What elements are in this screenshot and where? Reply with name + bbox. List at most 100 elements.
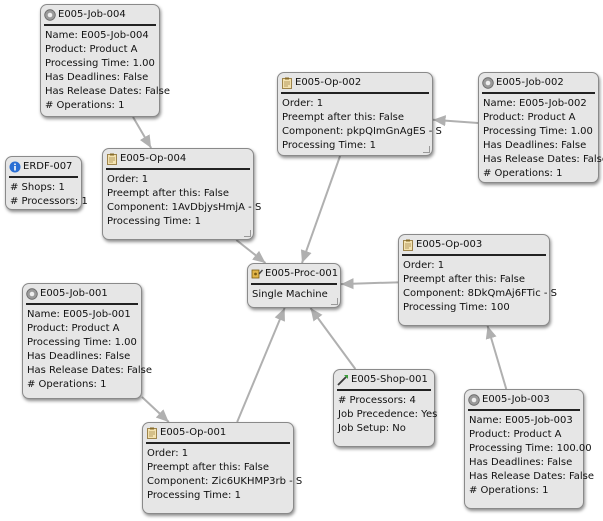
node-row: # Processors: 4	[338, 395, 416, 406]
edge-op002-proc	[300, 155, 342, 264]
node-title: E005-Job-003	[482, 394, 550, 405]
node-row: Preempt after this: False	[282, 112, 404, 123]
node-header: E005-Proc-001	[251, 267, 339, 285]
node-row: Product: Product A	[483, 112, 576, 123]
node-title: E005-Job-001	[40, 288, 108, 299]
node-row: # Operations: 1	[483, 168, 563, 179]
node-title: E005-Op-003	[416, 239, 483, 250]
node-row: Has Release Dates: False	[483, 154, 603, 165]
node-row: Processing Time: 1	[107, 216, 201, 227]
node-title: E005-Job-004	[58, 9, 126, 20]
node-header: E005-Job-003	[468, 393, 580, 411]
node-header: E005-Op-003	[402, 238, 546, 256]
node-title: E005-Op-001	[160, 427, 227, 438]
gear-icon	[482, 77, 494, 89]
edge-job003-op003	[485, 325, 508, 390]
node-row: Processing Time: 1	[282, 140, 376, 151]
node-title: E005-Op-004	[120, 153, 187, 164]
node-row: Preempt after this: False	[403, 274, 525, 285]
node-title: E005-Proc-001	[265, 268, 339, 279]
node-row: Has Deadlines: False	[45, 72, 149, 83]
node-row: Has Release Dates: False	[45, 86, 171, 97]
node-row: Order: 1	[282, 98, 324, 109]
node-header: E005-Job-004	[44, 8, 156, 26]
node-row: Single Machine	[252, 289, 328, 300]
node-row: Has Deadlines: False	[27, 351, 131, 362]
edge-op001-proc	[236, 307, 286, 423]
node-row: Order: 1	[107, 174, 149, 185]
node-row: Order: 1	[403, 260, 445, 271]
node-row: Processing Time: 100	[403, 302, 510, 313]
node-erdf-007[interactable]: ERDF-007 # Shops: 1 # Processors: 1	[5, 156, 88, 210]
node-row: Processing Time: 1.00	[483, 126, 593, 137]
edge-op003-proc	[340, 278, 399, 290]
node-row: Processing Time: 1.00	[45, 58, 155, 69]
node-op-001[interactable]: E005-Op-001 Order: 1 Preempt after this:…	[142, 422, 303, 514]
node-title: E005-Op-002	[295, 77, 362, 88]
resize-handle[interactable]	[244, 230, 251, 237]
info-icon	[9, 161, 21, 173]
node-op-002[interactable]: E005-Op-002 Order: 1 Preempt after this:…	[277, 72, 442, 156]
node-title: ERDF-007	[23, 161, 73, 172]
resize-handle[interactable]	[331, 298, 338, 305]
node-row: Component: Zic6UKHMP3rb - S	[147, 476, 303, 487]
resize-handle[interactable]	[423, 146, 430, 153]
node-row: Component: 1AvDbjysHmjA - S	[107, 202, 262, 213]
node-row: Has Release Dates: False	[27, 365, 153, 376]
processor-icon	[251, 268, 264, 280]
node-row: Has Deadlines: False	[483, 140, 587, 151]
node-row: Product: Product A	[469, 429, 562, 440]
node-header: E005-Shop-001	[337, 373, 431, 391]
node-title: E005-Shop-001	[351, 374, 428, 385]
node-header: E005-Op-004	[106, 152, 250, 170]
clipboard-icon	[402, 239, 414, 251]
node-header: ERDF-007	[9, 160, 78, 178]
node-job-004[interactable]: E005-Job-004 Name: E005-Job-004 Product:…	[40, 4, 171, 117]
node-row: # Operations: 1	[469, 485, 549, 496]
edge-job001-op001	[141, 396, 170, 423]
edge-shop-proc	[309, 307, 357, 370]
node-title: E005-Job-002	[496, 77, 564, 88]
node-job-002[interactable]: E005-Job-002 Name: E005-Job-002 Product:…	[478, 72, 603, 183]
node-row: # Operations: 1	[27, 379, 107, 390]
edge-job002-op002	[432, 115, 479, 127]
gear-icon	[44, 9, 56, 21]
node-row: Processing Time: 1.00	[27, 337, 137, 348]
node-row: Component: pkpQImGnAgES - S	[282, 126, 442, 137]
node-row: # Operations: 1	[45, 100, 125, 111]
node-row: Has Deadlines: False	[469, 457, 573, 468]
node-row: Product: Product A	[27, 323, 120, 334]
clipboard-icon	[106, 153, 118, 165]
edge-job004-op004	[132, 116, 152, 149]
clipboard-icon	[281, 77, 293, 89]
node-proc-001[interactable]: E005-Proc-001 Single Machine	[247, 263, 341, 308]
node-row: Job Setup: No	[338, 423, 406, 434]
node-row: Order: 1	[147, 448, 189, 459]
node-row: # Shops: 1	[10, 182, 65, 193]
node-row: Has Release Dates: False	[469, 471, 595, 482]
node-row: Processing Time: 1	[147, 490, 241, 501]
node-row: Name: E005-Job-002	[483, 98, 587, 109]
node-row: Product: Product A	[45, 44, 138, 55]
clipboard-icon	[146, 427, 158, 439]
node-header: E005-Op-002	[281, 76, 429, 94]
node-row: Processing Time: 100.00	[469, 443, 592, 454]
node-header: E005-Job-001	[26, 287, 138, 305]
node-row: Preempt after this: False	[147, 462, 269, 473]
node-row: Job Precedence: Yes	[338, 409, 438, 420]
node-row: # Processors: 1	[10, 196, 88, 207]
edge-op004-proc	[235, 239, 267, 264]
node-job-001[interactable]: E005-Job-001 Name: E005-Job-001 Product:…	[22, 283, 153, 399]
node-header: E005-Op-001	[146, 426, 290, 444]
node-shop-001[interactable]: E005-Shop-001 # Processors: 4 Job Preced…	[333, 369, 438, 447]
node-job-003[interactable]: E005-Job-003 Name: E005-Job-003 Product:…	[464, 389, 595, 509]
gear-icon	[26, 288, 38, 300]
shop-icon	[337, 374, 349, 386]
node-header: E005-Job-002	[482, 76, 595, 94]
node-row: Preempt after this: False	[107, 188, 229, 199]
node-row: Name: E005-Job-004	[45, 30, 149, 41]
node-row: Name: E005-Job-003	[469, 415, 573, 426]
node-op-003[interactable]: E005-Op-003 Order: 1 Preempt after this:…	[398, 234, 557, 326]
node-op-004[interactable]: E005-Op-004 Order: 1 Preempt after this:…	[102, 148, 262, 240]
